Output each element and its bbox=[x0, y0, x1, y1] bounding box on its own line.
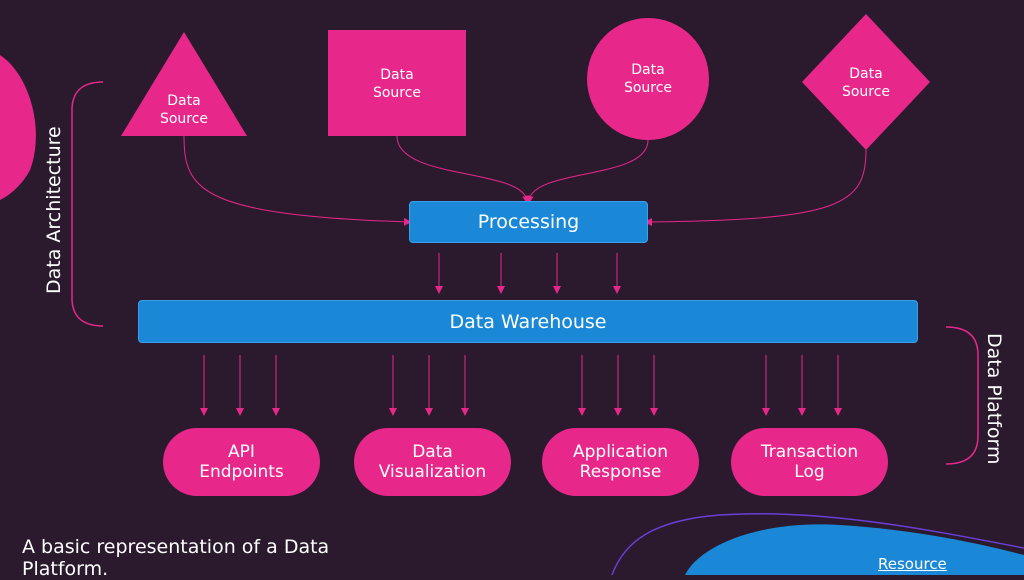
bottom-right-blue-blob bbox=[685, 524, 1024, 575]
source-label-diamond: Data Source bbox=[841, 66, 891, 100]
connector-source-2 bbox=[396, 135, 531, 204]
left-bracket bbox=[71, 81, 104, 327]
source-label-circle: Data Source bbox=[623, 62, 673, 96]
output-data-visualization: Data Visualization bbox=[354, 428, 511, 496]
data-architecture-label: Data Architecture bbox=[43, 126, 65, 294]
connector-source-4 bbox=[644, 149, 867, 226]
data-warehouse-box: Data Warehouse bbox=[138, 300, 918, 343]
source-circle-shape bbox=[587, 18, 709, 140]
processing-box: Processing bbox=[409, 201, 648, 243]
source-triangle-shape bbox=[121, 32, 247, 136]
arrows-to-data-visualization bbox=[389, 355, 469, 416]
source-square-shape bbox=[328, 30, 466, 136]
right-bracket bbox=[945, 326, 979, 465]
diagram-caption: A basic representation of a Data Platfor… bbox=[22, 536, 330, 580]
arrows-to-application-response bbox=[578, 355, 658, 416]
data-platform-label: Data Platform bbox=[983, 333, 1005, 465]
source-label-triangle: Data Source bbox=[159, 93, 209, 127]
bottom-right-purple-line bbox=[611, 512, 1024, 575]
source-label-square: Data Source bbox=[372, 67, 422, 101]
source-diamond-shape bbox=[802, 14, 930, 150]
connector-source-1 bbox=[183, 135, 412, 226]
resource-link[interactable]: Resource bbox=[878, 555, 947, 573]
output-application-response: Application Response bbox=[542, 428, 699, 496]
left-pink-blob bbox=[0, 55, 36, 200]
arrows-to-api-endpoints bbox=[200, 355, 280, 416]
arrows-to-transaction-log bbox=[762, 355, 842, 416]
output-transaction-log: Transaction Log bbox=[731, 428, 888, 496]
connector-source-3 bbox=[525, 139, 649, 204]
output-api-endpoints: API Endpoints bbox=[163, 428, 320, 496]
